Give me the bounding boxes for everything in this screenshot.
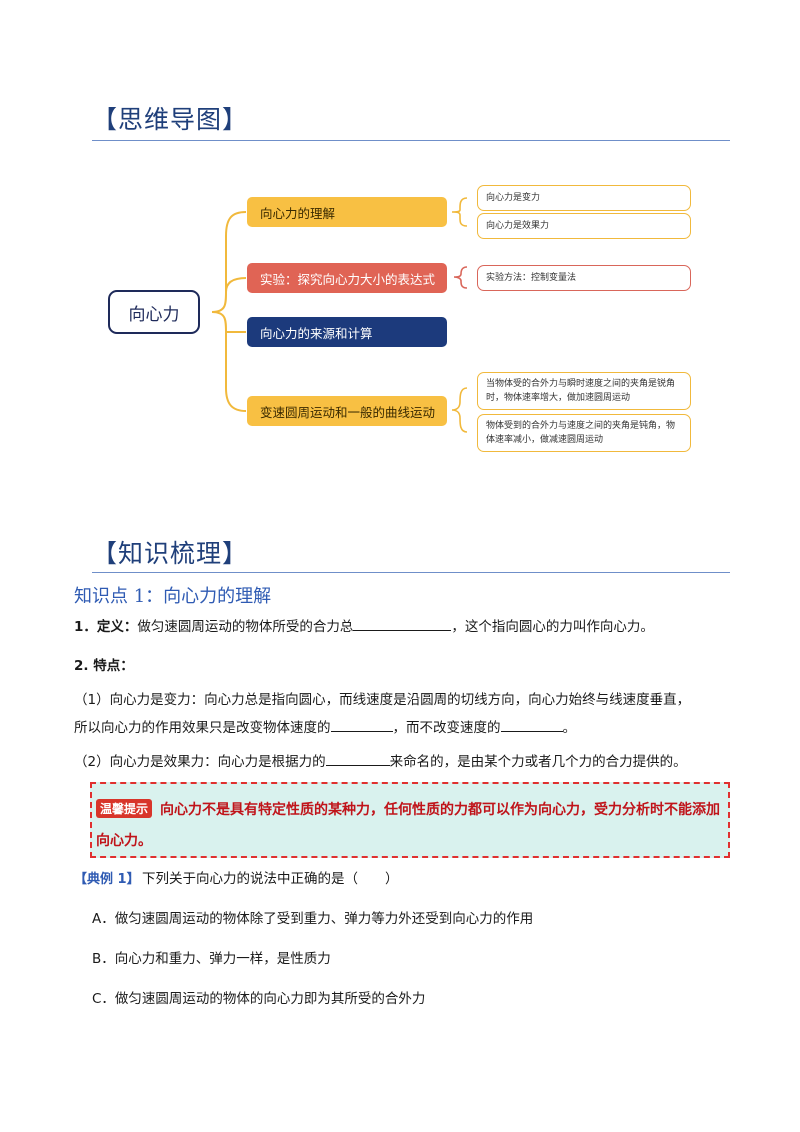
mindmap-heading: 【思维导图】 [92, 105, 249, 134]
branch-source-calculation: 向心力的来源和计算 [247, 317, 447, 347]
knowledge-divider [92, 572, 730, 573]
definition-blank [353, 618, 452, 631]
feature1-line1: （1）向心力是变力：向心力总是指向圆心，而线速度是沿圆周的切线方向，向心力始终与… [74, 692, 691, 708]
example-question: 下列关于向心力的说法中正确的是（ ） [142, 871, 399, 887]
example-label: 【典例 1】 [74, 872, 140, 887]
option-c[interactable]: C．做匀速圆周运动的物体的向心力即为其所受的合外力 [92, 991, 426, 1007]
definition-text-before: 做匀速圆周运动的物体所受的合力总 [137, 619, 354, 635]
mindmap-root-node: 向心力 [108, 290, 200, 334]
warm-tip-line2: 向心力。 [96, 833, 152, 849]
knowledge-heading: 【知识梳理】 [92, 539, 249, 568]
mindmap-connectors [211, 197, 468, 433]
warm-tip-line1: 向心力不是具有特定性质的某种力，任何性质的力都可以作为向心力，受力分析时不能添加 [160, 802, 720, 818]
warm-tip-badge: 温馨提示 [96, 799, 153, 818]
option-a[interactable]: A．做匀速圆周运动的物体除了受到重力、弹力等力外还受到向心力的作用 [92, 911, 534, 927]
leaf-acute-angle: 当物体受的合外力与瞬时速度之间的夹角是锐角时，物体速率增大，做加速圆周运动 [477, 372, 691, 410]
branch-understanding: 向心力的理解 [247, 197, 447, 227]
warm-tip-box [90, 782, 730, 858]
definition-label: 1．定义： [74, 619, 138, 635]
naming-basis-blank [325, 753, 390, 766]
option-b[interactable]: B．向心力和重力、弹力一样，是性质力 [92, 951, 331, 967]
branch-experiment: 实验：探究向心力大小的表达式 [247, 263, 447, 293]
leaf-effect-force: 向心力是效果力 [477, 213, 691, 239]
leaf-obtuse-angle: 物体受到的合外力与速度之间的夹角是钝角，物体速率减小，做减速圆周运动 [477, 414, 691, 452]
speed-direction-blank [330, 719, 393, 732]
feature2-line: （2）向心力是效果力：向心力是根据力的来命名的，是由某个力或者几个力的合力提供的… [74, 753, 687, 770]
knowledge-point-title: 知识点 1：向心力的理解 [74, 586, 272, 607]
feature1-line2: 所以向心力的作用效果只是改变物体速度的，而不改变速度的。 [74, 719, 576, 736]
definition-text-after: ，这个指向圆心的力叫作向心力。 [451, 619, 654, 635]
definition-paragraph: 1．定义：做匀速圆周运动的物体所受的合力总 ，这个指向圆心的力叫作向心力。 [74, 615, 654, 635]
leaf-variable-force: 向心力是变力 [477, 185, 691, 211]
leaf-control-variable: 实验方法：控制变量法 [477, 265, 691, 291]
branch-variable-motion: 变速圆周运动和一般的曲线运动 [247, 396, 447, 426]
speed-magnitude-blank [500, 719, 563, 732]
features-label: 2. 特点： [74, 658, 134, 674]
mindmap-divider [92, 140, 730, 141]
